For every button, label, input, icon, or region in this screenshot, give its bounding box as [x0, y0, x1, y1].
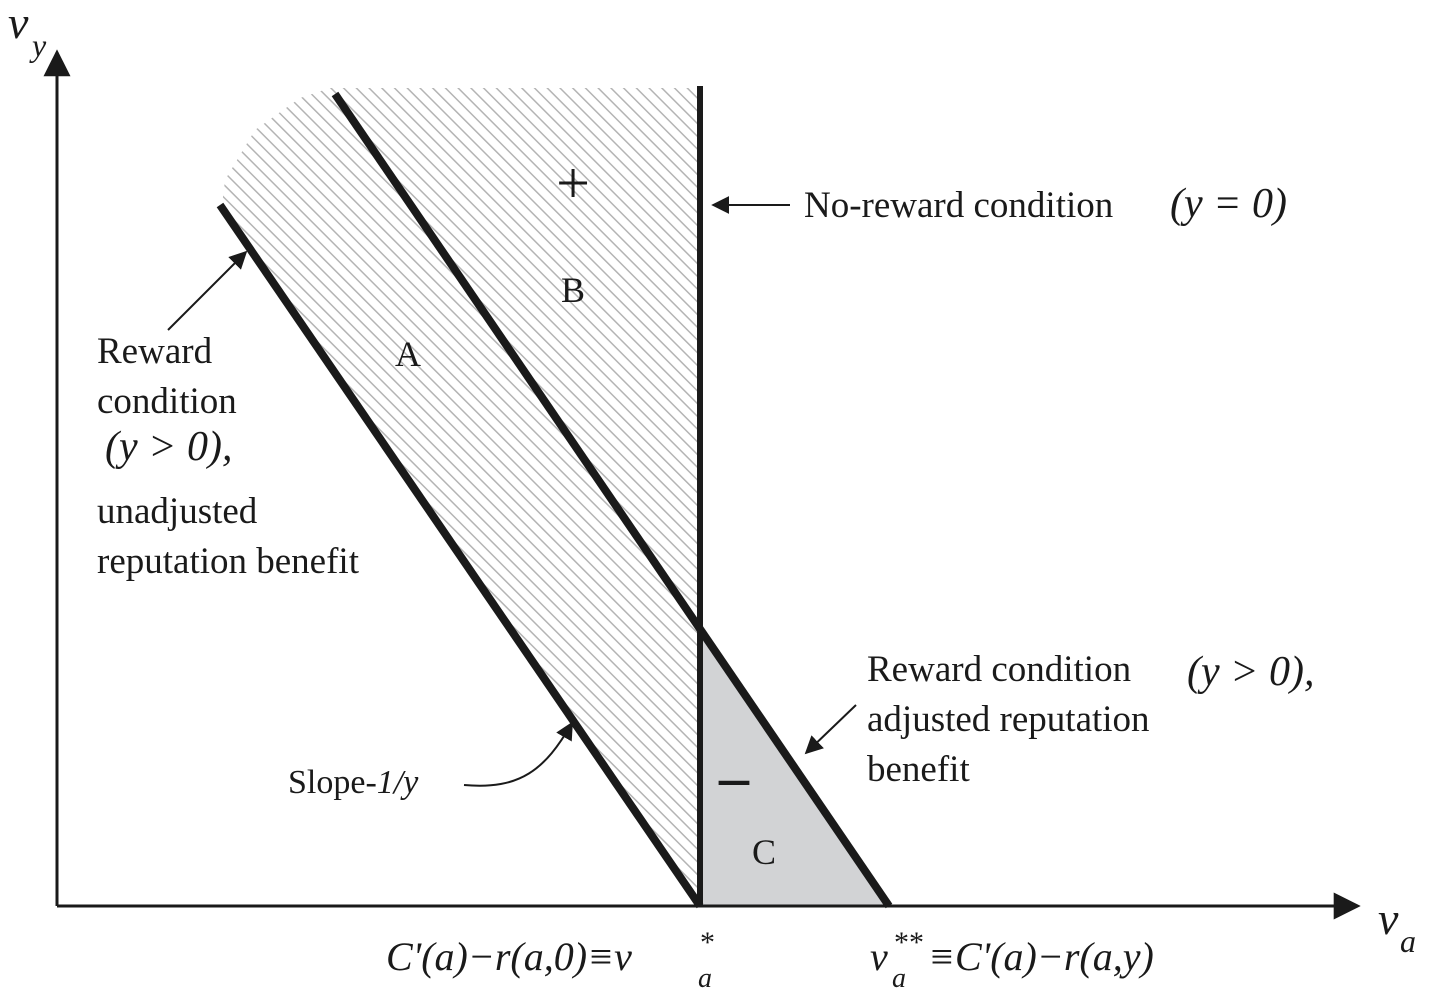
unadjusted-condition: (y > 0),: [105, 424, 232, 470]
unadjusted-label-line1: Reward: [97, 331, 213, 372]
adjusted-pointer-arrow: [804, 704, 857, 755]
unadjusted-label-line5: reputation benefit: [97, 541, 360, 582]
v-double-star-superscript: **: [894, 926, 924, 959]
region-c-label: C: [752, 832, 776, 872]
adjusted-label-line1: Reward condition: [867, 649, 1131, 690]
v-double-star-subscript: a: [892, 963, 906, 992]
slope-label: Slope-1/y: [288, 764, 419, 801]
v-star-expression: C'(a)−r(a,0)≡v: [386, 934, 632, 979]
y-axis-subscript: y: [29, 27, 47, 63]
unadjusted-pointer-arrow: [167, 250, 248, 331]
no-reward-condition: (y = 0): [1170, 181, 1287, 227]
unadjusted-label-line2: condition: [97, 381, 237, 422]
v-star-subscript: a: [698, 963, 712, 992]
no-reward-label: No-reward condition: [804, 185, 1113, 226]
v-star-superscript: *: [700, 926, 715, 959]
adjusted-reward-line: [331, 91, 893, 909]
v-double-star-expression: ≡C'(a)−r(a,y): [928, 934, 1154, 979]
unadjusted-label-line4: unadjusted: [97, 491, 258, 532]
region-minus-sign: –: [718, 744, 750, 810]
region-a-label: A: [395, 334, 421, 374]
adjusted-label-line2: adjusted reputation: [867, 699, 1150, 740]
slope-pointer-arrow: [463, 721, 573, 787]
unadjusted-reward-line: [216, 202, 704, 909]
region-plus-sign: +: [556, 150, 590, 216]
x-axis-subscript: a: [1400, 923, 1416, 959]
adjusted-label-line3: benefit: [867, 749, 970, 790]
v-double-star-var: v: [870, 934, 888, 979]
y-axis-label: v: [8, 0, 29, 48]
region-b-label: B: [561, 270, 585, 310]
adjusted-condition: (y > 0),: [1187, 649, 1314, 695]
x-axis-label: v: [1378, 893, 1399, 944]
hatched-region-ab: [222, 88, 700, 906]
